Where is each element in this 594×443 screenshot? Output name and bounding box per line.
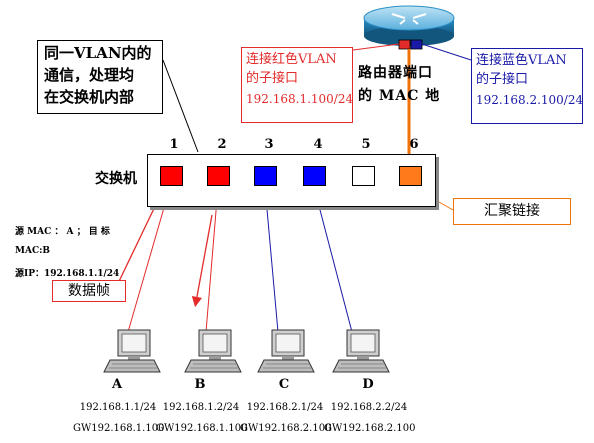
- host-a-ip: 192.168.1.1/24: [79, 402, 157, 413]
- note-line-3: 在交换机内部: [44, 88, 135, 106]
- data-frame-callout: 数据帧: [52, 280, 126, 302]
- host-d-label: D: [362, 377, 374, 392]
- host-c-icon: [257, 329, 315, 373]
- host-a-icon: [103, 329, 161, 373]
- frame-info-line-3: 源IP：192.168.1.1/24: [15, 269, 120, 279]
- frame-arrow-down: [191, 214, 213, 308]
- frame-arrow-up: [111, 191, 163, 297]
- host-d-icon: [332, 329, 390, 373]
- host-c-gateway: GW192.168.2.100: [240, 423, 332, 434]
- host-b-gateway: GW192.168.1.100: [156, 423, 248, 434]
- port-number-4: 4: [313, 137, 323, 152]
- note-pointer: [162, 59, 199, 153]
- blue-subif-pointer: [421, 43, 472, 61]
- red-subif-pointer: [352, 43, 400, 51]
- host-b-ip: 192.168.1.2/24: [162, 402, 240, 413]
- router-icon: [363, 5, 455, 46]
- blue-subif-title-2: 的子接口: [476, 72, 529, 87]
- router-red-port: [398, 39, 411, 50]
- port-5: [352, 166, 375, 186]
- red-subif-ip: 192.168.1.100/24: [246, 92, 354, 106]
- port-number-5: 5: [361, 137, 371, 152]
- host-a-label: A: [111, 377, 123, 392]
- switch-label: 交换机: [95, 171, 137, 187]
- port-number-3: 3: [264, 137, 274, 152]
- router-label-line-2: 的 MAC 地: [358, 88, 441, 104]
- host-c-label: C: [278, 377, 290, 392]
- blue-subinterface-callout: 连接蓝色VLAN 的子接口 192.168.2.100/24: [471, 48, 583, 124]
- host-d-gateway: GW192.168.2.100: [324, 423, 416, 434]
- port-1: [160, 166, 183, 186]
- vlan-note-callout: 同一VLAN内的 通信，处理均 在交换机内部: [37, 40, 163, 114]
- port-number-2: 2: [217, 137, 227, 152]
- link-port1-hostA: [127, 186, 171, 333]
- blue-subif-ip: 192.168.2.100/24: [476, 93, 584, 107]
- note-line-1: 同一VLAN内的: [44, 44, 152, 62]
- red-subif-title-1: 连接红色VLAN: [246, 52, 337, 67]
- port-3: [254, 166, 277, 186]
- red-subinterface-callout: 连接红色VLAN 的子接口 192.168.1.100/24: [241, 47, 353, 123]
- host-d-ip: 192.168.2.2/24: [330, 402, 408, 413]
- router-label: 路由器端口 的 MAC 地: [358, 62, 450, 108]
- frame-info-line-1: 源 MAC ： A ； 目 标: [15, 227, 110, 237]
- port-2: [207, 166, 230, 186]
- router-blue-port: [410, 39, 423, 50]
- trunk-link-callout: 汇聚链接: [453, 198, 571, 225]
- link-port2-hostB: [205, 186, 219, 333]
- link-port4-hostD: [313, 186, 353, 333]
- switch-body: [147, 154, 436, 207]
- host-a-gateway: GW192.168.1.100: [73, 423, 165, 434]
- host-b-label: B: [194, 377, 206, 392]
- port-number-6: 6: [409, 137, 419, 152]
- router-label-line-1: 路由器端口: [358, 65, 433, 81]
- red-subif-title-2: 的子接口: [246, 71, 299, 86]
- link-port3-hostC: [264, 186, 279, 333]
- port-6: [399, 166, 422, 186]
- port-number-1: 1: [169, 137, 179, 152]
- note-line-2: 通信，处理均: [44, 66, 135, 84]
- host-c-ip: 192.168.2.1/24: [246, 402, 324, 413]
- blue-subif-title-1: 连接蓝色VLAN: [476, 53, 567, 68]
- host-b-icon: [184, 329, 242, 373]
- frame-info-line-2: MAC:B: [15, 246, 51, 256]
- port-4: [303, 166, 326, 186]
